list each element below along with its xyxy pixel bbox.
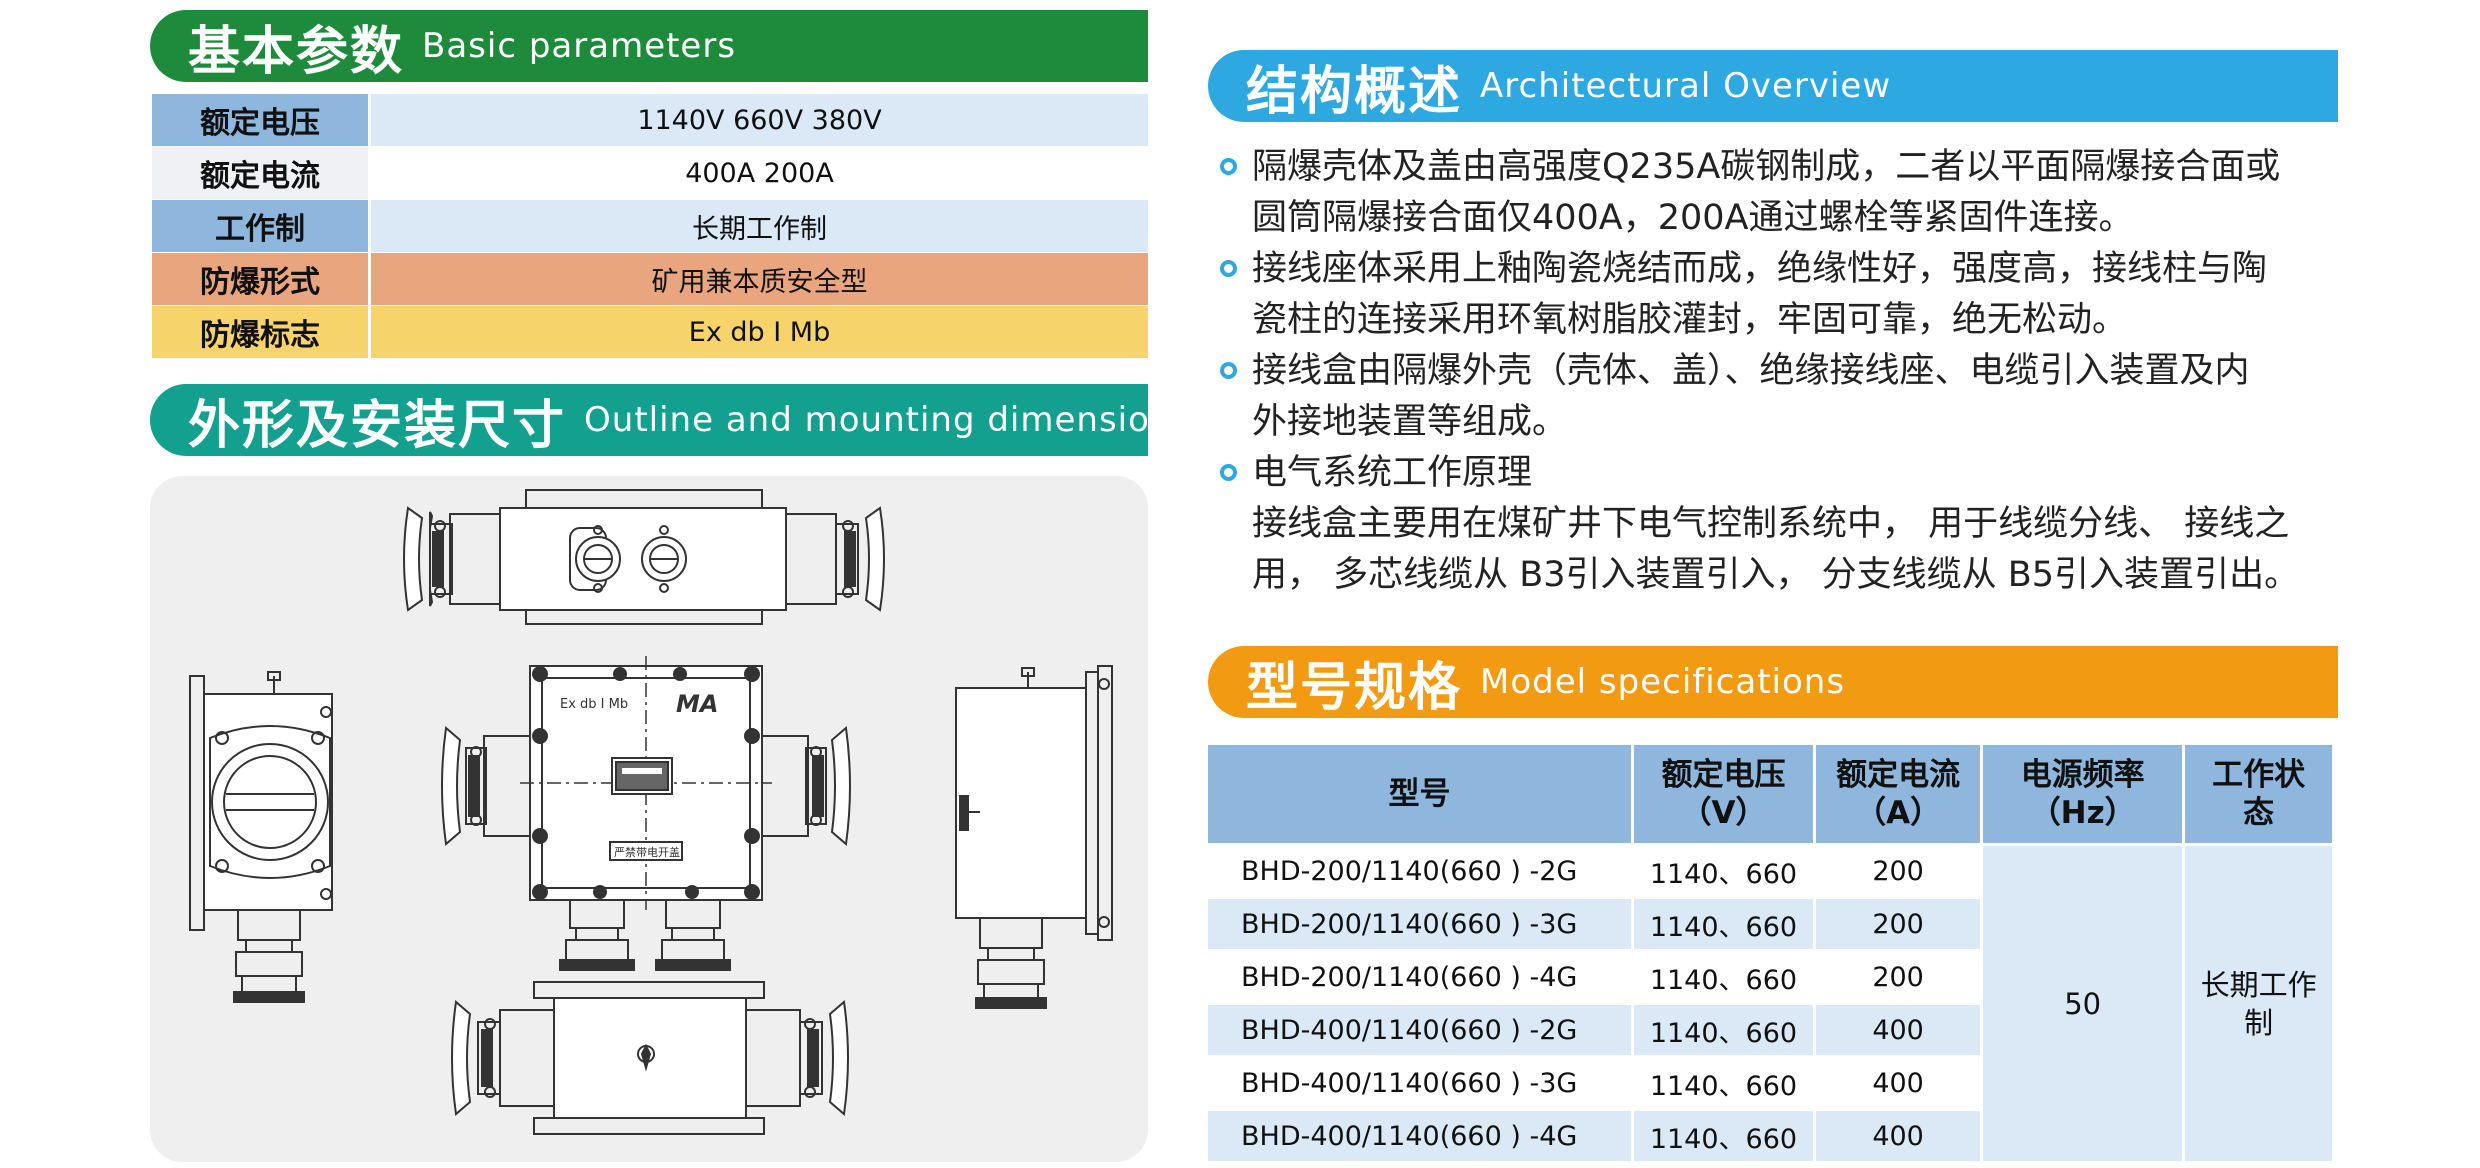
current-cell: 400 — [1816, 1111, 1981, 1161]
param-label: 额定电压 — [152, 94, 368, 146]
front-view: Ex db I Mb MA 严禁带电开盖 — [441, 656, 851, 971]
model-cell: BHD-200/1140(660 ) -4G — [1208, 952, 1631, 1002]
outline-title-en: Outline and mounting dimensions — [584, 400, 1148, 440]
param-row: 工作制 长期工作制 — [152, 200, 1148, 252]
current-cell: 400 — [1816, 1058, 1981, 1108]
list-item-line: 隔爆壳体及盖由高强度Q235A碳钢制成，二者以平面隔爆接合面或 — [1252, 147, 2281, 187]
param-label: 工作制 — [152, 200, 368, 252]
header-state: 工作状态 — [2185, 745, 2332, 843]
param-row: 额定电压 1140V 660V 380V — [152, 94, 1148, 146]
list-item-line: 接线盒由隔爆外壳（壳体、盖）、绝缘接线座、电缆引入装置及内 — [1252, 351, 2250, 391]
arch-title-cn: 结构概述 — [1246, 61, 1463, 122]
warning-plate: 严禁带电开盖 — [614, 845, 680, 859]
right-side-view — [955, 665, 1113, 1009]
voltage-cell: 1140、660 — [1633, 1058, 1814, 1108]
param-value: 1140V 660V 380V — [371, 94, 1148, 146]
architecture-header: 结构概述 Architectural Overview — [1208, 50, 2338, 122]
state-cell: 长期工作制 — [2185, 846, 2332, 1161]
basic-parameters-header: 基本参数 Basic parameters — [150, 10, 1148, 82]
left-side-view — [189, 671, 333, 1003]
ma-logo: MA — [676, 690, 718, 718]
outline-drawing-panel: Ex db I Mb MA 严禁带电开盖 — [150, 476, 1148, 1162]
model-cell: BHD-200/1140(660 ) -3G — [1208, 899, 1631, 949]
list-item-line: 用， 多芯线缆从 B3引入装置引入， 分支线缆从 B5引入装置引出。 — [1252, 555, 2300, 595]
param-row: 防爆标志 Ex db I Mb — [152, 306, 1148, 358]
table-row: BHD-400/1140(660 ) -4G 1140、660 400 — [1208, 1111, 2332, 1161]
nameplate-mark: Ex db I Mb — [560, 697, 628, 712]
circle-bullet-icon — [1220, 158, 1237, 175]
param-value: 矿用兼本质安全型 — [371, 253, 1148, 305]
circle-bullet-icon — [1220, 464, 1237, 481]
bottom-view — [451, 981, 849, 1135]
header-voltage: 额定电压（V） — [1633, 745, 1814, 843]
current-cell: 400 — [1816, 1005, 1981, 1055]
voltage-cell: 1140、660 — [1633, 1005, 1814, 1055]
list-item: 接线盒由隔爆外壳（壳体、盖）、绝缘接线座、电缆引入装置及内 外接地装置等组成。 — [1220, 346, 2360, 448]
current-cell: 200 — [1816, 899, 1981, 949]
list-item: 隔爆壳体及盖由高强度Q235A碳钢制成，二者以平面隔爆接合面或 圆筒隔爆接合面仅… — [1220, 142, 2360, 244]
basic-parameters-table: 额定电压 1140V 660V 380V 额定电流 400A 200A 工作制 … — [152, 94, 1148, 359]
voltage-cell: 1140、660 — [1633, 899, 1814, 949]
basic-title-cn: 基本参数 — [188, 21, 405, 82]
list-item-line: 接线盒主要用在煤矿井下电气控制系统中， 用于线缆分线、 接线之 — [1252, 504, 2290, 544]
voltage-cell: 1140、660 — [1633, 846, 1814, 896]
param-label: 额定电流 — [152, 147, 368, 199]
top-view — [403, 489, 885, 625]
param-label: 防爆标志 — [152, 306, 368, 358]
param-value: 400A 200A — [371, 147, 1148, 199]
table-row: BHD-400/1140(660 ) -2G 1140、660 400 — [1208, 1005, 2332, 1055]
table-row: BHD-200/1140(660 ) -3G 1140、660 200 — [1208, 899, 2332, 949]
model-cell: BHD-400/1140(660 ) -4G — [1208, 1111, 1631, 1161]
list-item-line: 接线座体采用上釉陶瓷烧结而成，绝缘性好，强度高，接线柱与陶 — [1252, 249, 2268, 289]
param-row: 防爆形式 矿用兼本质安全型 — [152, 253, 1148, 305]
junction-box-drawing: Ex db I Mb MA 严禁带电开盖 — [189, 489, 1113, 1135]
table-header-row: 型号 额定电压（V） 额定电流（A） 电源频率（Hz） 工作状态 — [1208, 745, 2332, 843]
list-item: 接线座体采用上釉陶瓷烧结而成，绝缘性好，强度高，接线柱与陶 瓷柱的连接采用环氧树… — [1220, 244, 2360, 346]
model-title-cn: 型号规格 — [1246, 657, 1463, 718]
basic-title-en: Basic parameters — [422, 26, 737, 66]
frequency-cell: 50 — [1983, 846, 2183, 1161]
param-value: 长期工作制 — [371, 200, 1148, 252]
model-spec-header: 型号规格 Model specifications — [1208, 646, 2338, 718]
voltage-cell: 1140、660 — [1633, 952, 1814, 1002]
param-label: 防爆形式 — [152, 253, 368, 305]
table-row: BHD-400/1140(660 ) -3G 1140、660 400 — [1208, 1058, 2332, 1108]
arch-title-en: Architectural Overview — [1480, 66, 1892, 106]
voltage-cell: 1140、660 — [1633, 1111, 1814, 1161]
model-cell: BHD-200/1140(660 ) -2G — [1208, 846, 1631, 896]
circle-bullet-icon — [1220, 260, 1237, 277]
current-cell: 200 — [1816, 846, 1981, 896]
list-item-line: 瓷柱的连接采用环氧树脂胶灌封，牢固可靠，绝无松动。 — [1252, 300, 2128, 340]
model-cell: BHD-400/1140(660 ) -3G — [1208, 1058, 1631, 1108]
table-row: BHD-200/1140(660 ) -2G 1140、660 200 50 长… — [1208, 846, 2332, 1161]
header-model: 型号 — [1208, 745, 1631, 843]
current-cell: 200 — [1816, 952, 1981, 1002]
architecture-list: 隔爆壳体及盖由高强度Q235A碳钢制成，二者以平面隔爆接合面或 圆筒隔爆接合面仅… — [1220, 142, 2360, 601]
header-current: 额定电流（A） — [1816, 745, 1981, 843]
table-row: BHD-200/1140(660 ) -4G 1140、660 200 — [1208, 952, 2332, 1002]
param-value: Ex db I Mb — [371, 306, 1148, 358]
model-spec-table: 型号 额定电压（V） 额定电流（A） 电源频率（Hz） 工作状态 BHD-200… — [1205, 742, 2335, 1164]
list-item-line: 外接地装置等组成。 — [1252, 402, 1568, 442]
model-cell: BHD-400/1140(660 ) -2G — [1208, 1005, 1631, 1055]
header-frequency: 电源频率（Hz） — [1983, 745, 2183, 843]
circle-bullet-icon — [1220, 362, 1237, 379]
list-item-line: 电气系统工作原理 — [1252, 453, 1533, 493]
outline-header: 外形及安装尺寸 Outline and mounting dimensions — [150, 384, 1148, 456]
param-row: 额定电流 400A 200A — [152, 147, 1148, 199]
list-item-line: 圆筒隔爆接合面仅400A，200A通过螺栓等紧固件连接。 — [1252, 198, 2134, 238]
outline-title-cn: 外形及安装尺寸 — [188, 395, 567, 456]
model-title-en: Model specifications — [1480, 662, 1846, 702]
list-item: 电气系统工作原理 接线盒主要用在煤矿井下电气控制系统中， 用于线缆分线、 接线之… — [1220, 448, 2360, 601]
